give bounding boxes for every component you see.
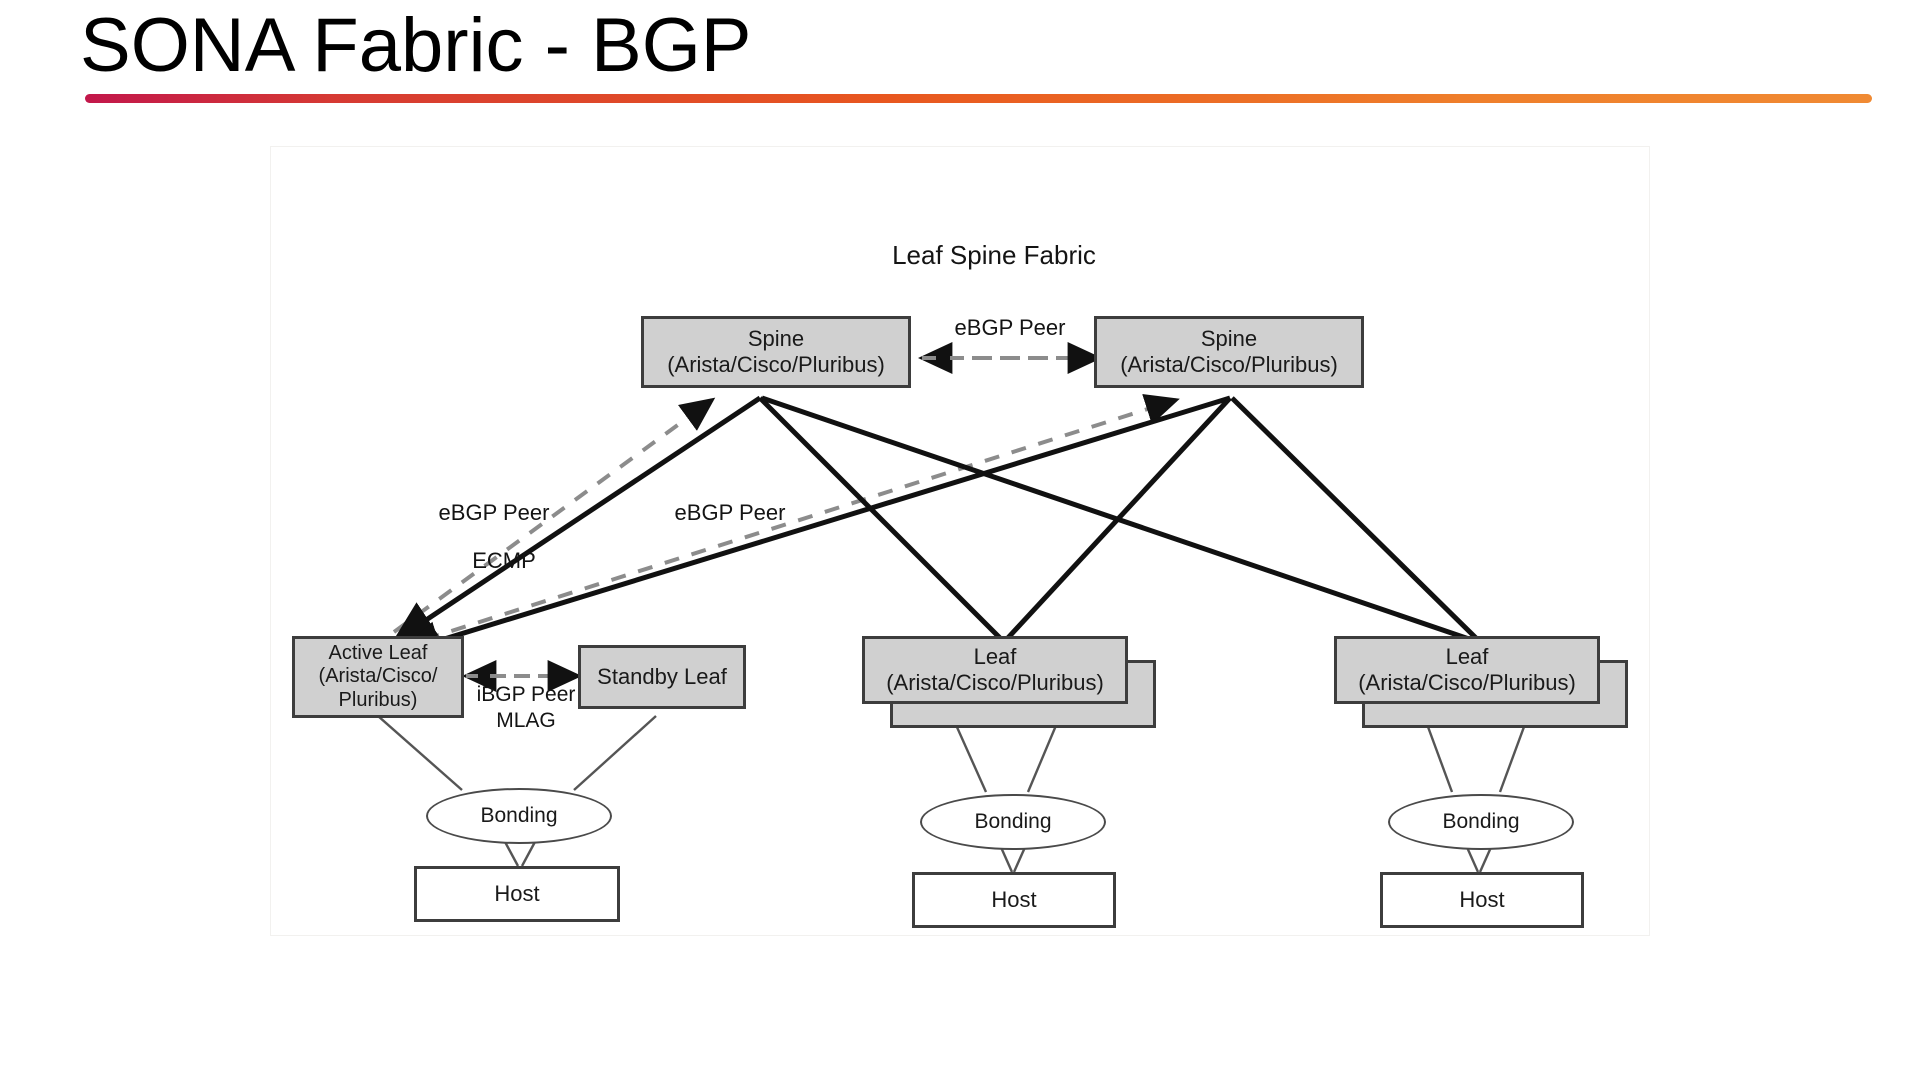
node-leaf-mid-label: Leaf (Arista/Cisco/Pluribus) bbox=[886, 644, 1104, 695]
node-bonding-mid-label: Bonding bbox=[974, 809, 1052, 833]
label-left-ebgp-peer: eBGP Peer bbox=[438, 500, 550, 525]
node-host-mid-label: Host bbox=[991, 887, 1037, 913]
node-bonding-right[interactable]: Bonding bbox=[1388, 794, 1574, 850]
diagram-title: Leaf Spine Fabric bbox=[892, 240, 1096, 270]
node-host-left-label: Host bbox=[494, 881, 540, 907]
label-ibgp-peer-mlag: iBGP Peer MLAG bbox=[476, 683, 576, 732]
node-host-right[interactable]: Host bbox=[1380, 872, 1584, 928]
node-spine-right[interactable]: Spine (Arista/Cisco/Pluribus) bbox=[1094, 316, 1364, 388]
label-right-ebgp-peer: eBGP Peer bbox=[674, 500, 786, 525]
title-accent-rule bbox=[85, 94, 1872, 103]
node-spine-right-label: Spine (Arista/Cisco/Pluribus) bbox=[1120, 326, 1338, 377]
label-spine-to-spine-ebgp: eBGP Peer bbox=[954, 315, 1066, 340]
node-leaf-right-label: Leaf (Arista/Cisco/Pluribus) bbox=[1358, 644, 1576, 695]
node-host-left[interactable]: Host bbox=[414, 866, 620, 922]
node-active-leaf-label: Active Leaf (Arista/Cisco/ Pluribus) bbox=[318, 641, 438, 711]
node-bonding-right-label: Bonding bbox=[1442, 809, 1520, 833]
node-leaf-mid[interactable]: Leaf (Arista/Cisco/Pluribus) bbox=[862, 636, 1128, 704]
label-ecmp: ECMP bbox=[472, 548, 536, 573]
node-bonding-left-label: Bonding bbox=[480, 803, 558, 827]
node-host-right-label: Host bbox=[1459, 887, 1505, 913]
node-spine-left[interactable]: Spine (Arista/Cisco/Pluribus) bbox=[641, 316, 911, 388]
node-leaf-right[interactable]: Leaf (Arista/Cisco/Pluribus) bbox=[1334, 636, 1600, 704]
page-title: SONA Fabric - BGP bbox=[80, 3, 752, 88]
node-standby-leaf-label: Standby Leaf bbox=[597, 664, 727, 690]
node-active-leaf[interactable]: Active Leaf (Arista/Cisco/ Pluribus) bbox=[292, 636, 464, 718]
node-standby-leaf[interactable]: Standby Leaf bbox=[578, 645, 746, 709]
node-spine-left-label: Spine (Arista/Cisco/Pluribus) bbox=[667, 326, 885, 377]
node-bonding-left[interactable]: Bonding bbox=[426, 788, 612, 844]
node-bonding-mid[interactable]: Bonding bbox=[920, 794, 1106, 850]
node-host-mid[interactable]: Host bbox=[912, 872, 1116, 928]
